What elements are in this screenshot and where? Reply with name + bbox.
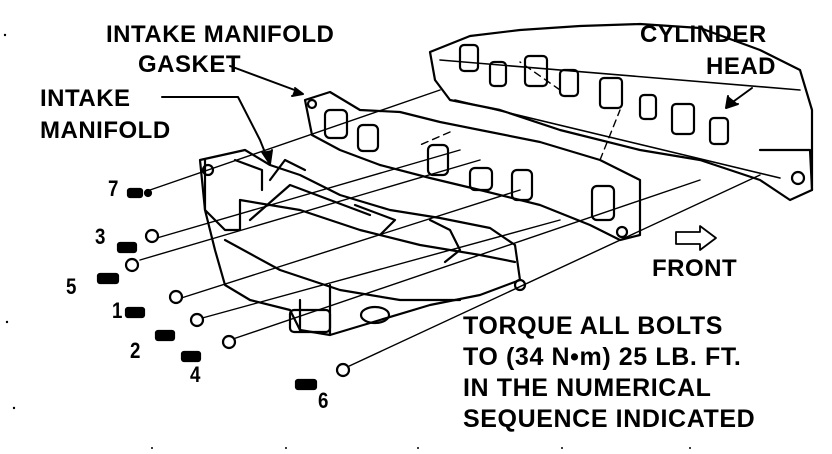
scan-specks: [3, 33, 691, 449]
bolt-number-4: 4: [190, 362, 201, 387]
bolt-3: [116, 228, 160, 254]
torque-line-1: TORQUE ALL BOLTS: [463, 312, 724, 340]
bolt-number-1: 1: [112, 298, 123, 323]
bolt-number-2: 2: [130, 338, 141, 363]
label-intake-manifold-gasket-1: INTAKE MANIFOLD: [106, 21, 335, 48]
label-cylinder-head-2: HEAD: [706, 53, 777, 80]
bolt-5: [96, 257, 140, 285]
bolts: [96, 187, 351, 391]
bolt-number-3: 3: [95, 224, 106, 249]
intake-manifold-gasket: [303, 90, 642, 242]
torque-line-4: SEQUENCE INDICATED: [463, 405, 756, 433]
bolt-number-7: 7: [108, 176, 119, 201]
bolt-number-5: 5: [66, 274, 77, 299]
bolt-4: [180, 334, 237, 363]
front-arrow-icon: [675, 225, 717, 251]
cylinder-head: [428, 22, 814, 202]
intake-manifold: [198, 148, 527, 337]
bolt-1: [124, 289, 184, 319]
label-front: FRONT: [652, 255, 738, 282]
bolt-7: [126, 187, 153, 199]
label-cylinder-head-1: CYLINDER: [640, 21, 767, 48]
label-intake-manifold-1: INTAKE: [40, 85, 131, 112]
torque-line-3: IN THE NUMERICAL: [463, 374, 712, 402]
label-intake-manifold-2: MANIFOLD: [40, 117, 171, 144]
bolt-2: [154, 312, 205, 342]
bolt-6: [294, 362, 351, 391]
label-intake-manifold-gasket-2: GASKET: [138, 51, 242, 78]
label-leaders: [161, 65, 753, 165]
torque-instructions: TORQUE ALL BOLTS TO (34 N•m) 25 LB. FT. …: [463, 311, 755, 435]
alignment-lines: [139, 61, 761, 369]
torque-line-2: TO (34 N•m) 25 LB. FT.: [463, 343, 742, 371]
bolt-number-6: 6: [318, 388, 329, 413]
